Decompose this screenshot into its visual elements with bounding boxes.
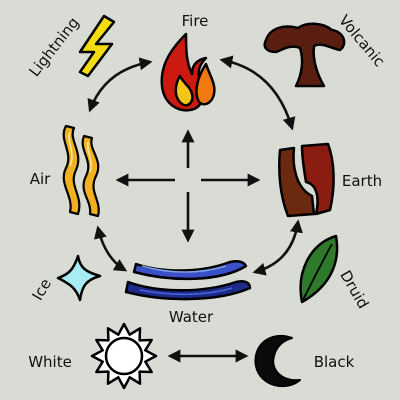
air-label: Air <box>30 170 51 188</box>
ice-label: Ice <box>28 276 55 304</box>
black-label: Black <box>314 353 355 371</box>
sun-icon <box>90 322 158 390</box>
fire-icon <box>160 32 216 112</box>
water-icon <box>124 259 252 301</box>
arrow-fire-earth <box>219 55 296 131</box>
druid-label: Druid <box>336 267 372 311</box>
crescent-moon-icon <box>254 335 301 388</box>
druid-leaf-icon <box>299 234 339 304</box>
volcanic-icon <box>263 22 346 88</box>
ice-icon <box>56 254 102 302</box>
earth-label: Earth <box>342 172 382 190</box>
arrows <box>87 55 303 363</box>
water-label: Water <box>169 308 214 326</box>
arrow-earth-water <box>252 219 303 276</box>
fire-label: Fire <box>182 12 209 30</box>
air-icon <box>62 124 100 218</box>
lightning-icon <box>78 14 116 78</box>
white-label: White <box>28 353 72 371</box>
lightning-label: Lightning <box>25 14 82 80</box>
earth-icon <box>278 142 335 218</box>
arrow-fire-air <box>87 57 153 113</box>
arrow-air-water <box>94 225 128 272</box>
